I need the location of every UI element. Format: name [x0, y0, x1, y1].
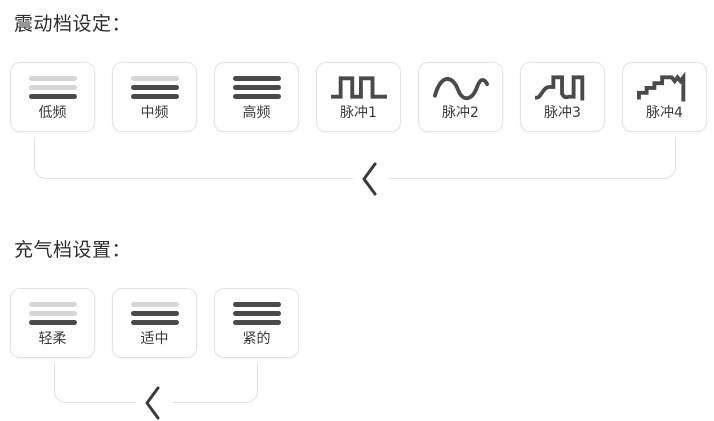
option-button-tight[interactable]: 紧的	[214, 288, 299, 358]
signal-bar-2	[232, 310, 281, 316]
staircase-wave-icon	[636, 72, 693, 102]
signal-bars-icon	[229, 298, 285, 328]
section-title-inflation: 充气档设置：	[14, 239, 132, 261]
option-label: 高频	[242, 105, 271, 121]
option-button-mid-frequency[interactable]: 中频	[112, 62, 197, 132]
signal-bar-2	[232, 84, 281, 90]
option-label: 脉冲1	[340, 105, 377, 121]
signal-bars-icon	[25, 298, 81, 328]
signal-bar-3	[130, 319, 179, 325]
signal-bar-3	[232, 319, 281, 325]
section-title-vibration: 震动档设定：	[14, 13, 132, 35]
signal-bar-1	[232, 301, 281, 307]
option-button-pulse-1[interactable]: 脉冲1	[316, 62, 401, 132]
option-label: 适中	[140, 331, 169, 347]
vibration-group-bracket	[34, 138, 676, 179]
option-label: 轻柔	[38, 331, 67, 347]
ramp-pulse-wave-icon	[534, 72, 591, 102]
option-label: 中频	[140, 105, 169, 121]
option-button-soft[interactable]: 轻柔	[10, 288, 95, 358]
signal-bar-1	[130, 75, 179, 81]
option-label: 紧的	[242, 331, 271, 347]
signal-bars-icon	[127, 72, 183, 102]
option-button-medium[interactable]: 适中	[112, 288, 197, 358]
signal-bar-2	[130, 310, 179, 316]
signal-bar-1	[28, 301, 77, 307]
signal-bars-icon	[229, 72, 285, 102]
option-button-pulse-4[interactable]: 脉冲4	[622, 62, 707, 132]
signal-bar-3	[28, 93, 77, 99]
signal-bar-1	[232, 75, 281, 81]
option-button-pulse-3[interactable]: 脉冲3	[520, 62, 605, 132]
signal-bar-2	[28, 84, 77, 90]
sine-wave-icon	[432, 72, 489, 102]
option-button-pulse-2[interactable]: 脉冲2	[418, 62, 503, 132]
vibration-option-row: 低频 中频 高频	[10, 62, 707, 132]
signal-bars-icon	[127, 298, 183, 328]
inflation-option-row: 轻柔 适中 紧的	[10, 288, 299, 358]
option-label: 脉冲4	[646, 105, 683, 121]
chevron-left-icon[interactable]	[136, 386, 172, 420]
signal-bar-2	[130, 84, 179, 90]
square-wave-icon	[330, 72, 387, 102]
option-label: 脉冲2	[442, 105, 479, 121]
option-label: 低频	[38, 105, 67, 121]
option-button-high-frequency[interactable]: 高频	[214, 62, 299, 132]
signal-bar-2	[28, 310, 77, 316]
signal-bars-icon	[25, 72, 81, 102]
option-label: 脉冲3	[544, 105, 581, 121]
signal-bar-3	[232, 93, 281, 99]
signal-bar-3	[130, 93, 179, 99]
signal-bar-3	[28, 319, 77, 325]
option-button-low-frequency[interactable]: 低频	[10, 62, 95, 132]
chevron-left-icon[interactable]	[353, 162, 389, 196]
signal-bar-1	[28, 75, 77, 81]
signal-bar-1	[130, 301, 179, 307]
